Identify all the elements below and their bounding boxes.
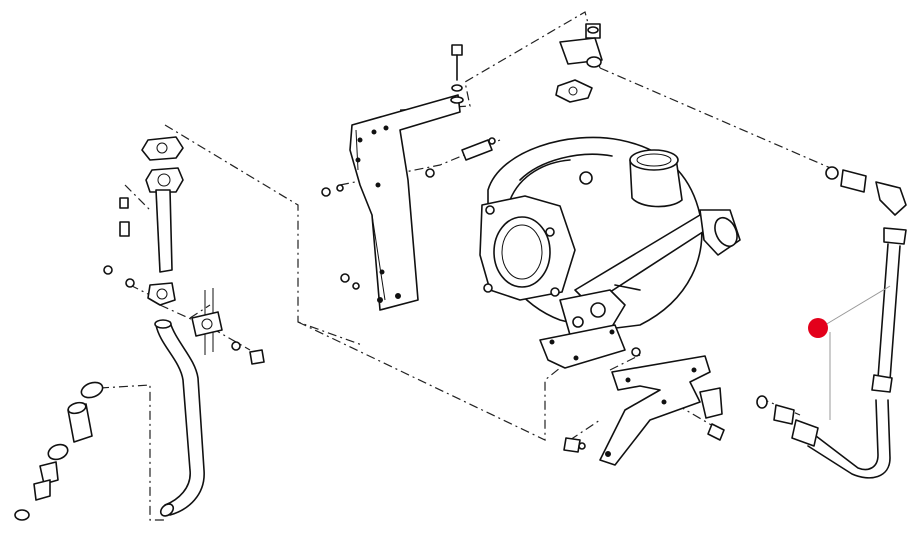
bracket-top-bolt xyxy=(450,44,464,104)
lower-support-bracket xyxy=(563,347,725,466)
hose-clamps-lower-left xyxy=(14,381,104,521)
oil-drain-pipe xyxy=(155,189,173,273)
frame-pipe-clamp xyxy=(191,288,265,365)
oil-drain-flange xyxy=(141,136,184,193)
bracket-side-bolts xyxy=(321,137,496,290)
small-bolts-left xyxy=(103,197,135,288)
turbo-mounting-bracket xyxy=(349,94,461,311)
pipe-clamp-left xyxy=(147,282,176,306)
oil-return-hose xyxy=(154,319,205,517)
turbocharger xyxy=(479,136,741,369)
oil-feed-banjo-fitting xyxy=(555,23,603,103)
callout-pointer-lines xyxy=(819,285,891,420)
assembly-guide-lines xyxy=(99,11,836,521)
oil-feed-pipe xyxy=(756,166,907,479)
callout-marker-dot[interactable] xyxy=(808,318,828,338)
